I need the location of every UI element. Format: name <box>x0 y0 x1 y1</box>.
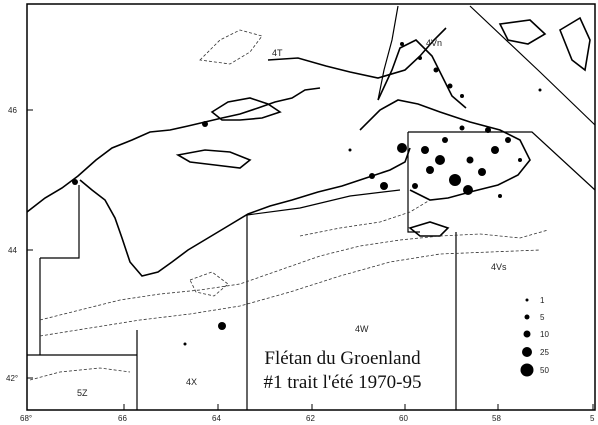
legend-label-25: 25 <box>540 348 549 357</box>
lat-label-46: 46 <box>8 106 17 115</box>
map-frame <box>26 3 596 411</box>
axis-ticks <box>26 109 594 410</box>
legend-label-10: 10 <box>540 330 549 339</box>
legend-label-50: 50 <box>540 366 549 375</box>
lon-label-64: 64 <box>212 414 221 423</box>
map-title-line1: Flétan du Groenland <box>264 348 421 369</box>
legend: 1 5 10 25 50 <box>520 296 549 377</box>
zone-label-4x: 4X <box>186 377 197 387</box>
map-title-box: Flétan du Groenland #1 trait l'été 1970-… <box>249 343 436 399</box>
lon-label-60: 60 <box>399 414 408 423</box>
depth-contours <box>29 29 549 381</box>
zone-label-4vs: 4Vs <box>491 262 507 272</box>
legend-label-1: 1 <box>540 296 545 305</box>
lon-label-66: 66 <box>118 414 127 423</box>
map-title-line2: #1 trait l'été 1970-95 <box>263 372 422 393</box>
legend-marker-10 <box>523 330 531 338</box>
lon-label-5x: 5 <box>590 414 595 423</box>
zone-label-4w: 4W <box>355 324 369 334</box>
lon-label-58: 58 <box>492 414 501 423</box>
zone-label-5z: 5Z <box>77 388 88 398</box>
lon-label-62: 62 <box>306 414 315 423</box>
coastline <box>26 16 591 277</box>
lat-label-42: 42° <box>6 374 18 383</box>
legend-marker-1 <box>525 298 529 302</box>
lon-label-68: 68° <box>20 414 32 423</box>
legend-marker-50 <box>520 363 534 377</box>
zone-label-4t: 4T <box>272 48 283 58</box>
catch-markers <box>72 42 542 346</box>
legend-label-5: 5 <box>540 313 545 322</box>
legend-marker-5 <box>524 314 530 320</box>
legend-marker-25 <box>522 347 532 357</box>
zone-label-4vn: 4Vn <box>426 38 442 48</box>
lat-label-44: 44 <box>8 246 17 255</box>
